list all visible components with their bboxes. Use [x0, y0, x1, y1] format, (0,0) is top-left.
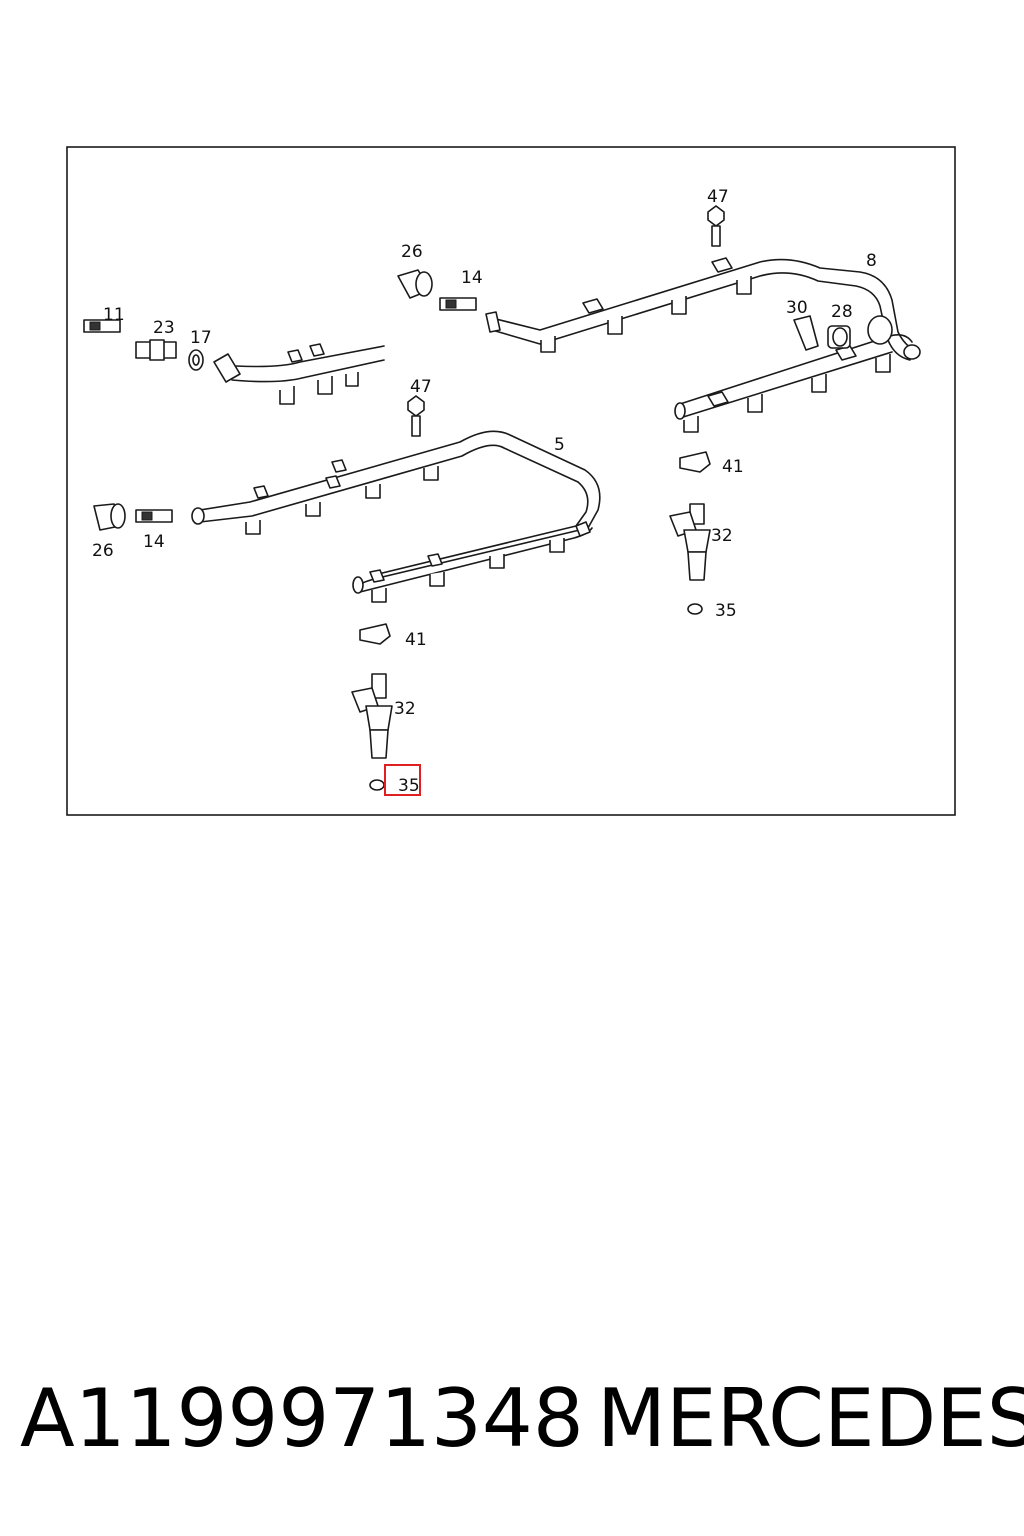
o-ring-35-left	[369, 779, 385, 791]
bolt-47-mid	[407, 395, 425, 437]
callout-35-highlighted: 35	[398, 776, 420, 796]
part-number: A1199971348	[20, 1372, 584, 1465]
callout-47-top: 47	[707, 187, 729, 207]
callout-47-mid: 47	[410, 377, 432, 397]
fitting-23	[135, 339, 177, 361]
callout-14-top: 14	[461, 268, 483, 288]
fuel-rail-right	[485, 257, 921, 433]
callout-26-top: 26	[401, 242, 423, 262]
callout-26-left: 26	[92, 541, 114, 561]
fuel-rail-main	[191, 430, 601, 603]
callout-8: 8	[866, 251, 877, 271]
highlight-box	[384, 764, 421, 796]
clip-30	[793, 315, 819, 351]
callout-28: 28	[831, 302, 853, 322]
clip-41-left	[359, 623, 391, 645]
callout-5: 5	[554, 435, 565, 455]
callout-23: 23	[153, 318, 175, 338]
fuel-line-upper-left	[213, 343, 385, 405]
clip-41-right	[679, 451, 711, 473]
brand-name: MERCEDES	[597, 1372, 1024, 1465]
callout-17: 17	[190, 328, 212, 348]
damper-28	[827, 325, 851, 349]
callout-41-right: 41	[722, 457, 744, 477]
nut-26-top	[397, 269, 433, 299]
callout-32-left: 32	[394, 699, 416, 719]
callout-11: 11	[103, 305, 125, 325]
injector-32-left	[351, 673, 393, 759]
callout-32-right: 32	[711, 526, 733, 546]
bolt-47-top	[707, 205, 725, 247]
callout-41-left: 41	[405, 630, 427, 650]
sensor-11	[83, 319, 121, 333]
callout-35-right: 35	[715, 601, 737, 621]
nut-26-left	[93, 503, 126, 531]
seal-ring-17	[188, 349, 204, 371]
valve-14-top	[439, 297, 477, 311]
o-ring-35-right	[687, 603, 703, 615]
callout-14-left: 14	[143, 532, 165, 552]
injector-32-right	[669, 503, 711, 581]
diagram-frame	[66, 146, 956, 816]
callout-30: 30	[786, 298, 808, 318]
valve-14-left	[135, 509, 173, 523]
